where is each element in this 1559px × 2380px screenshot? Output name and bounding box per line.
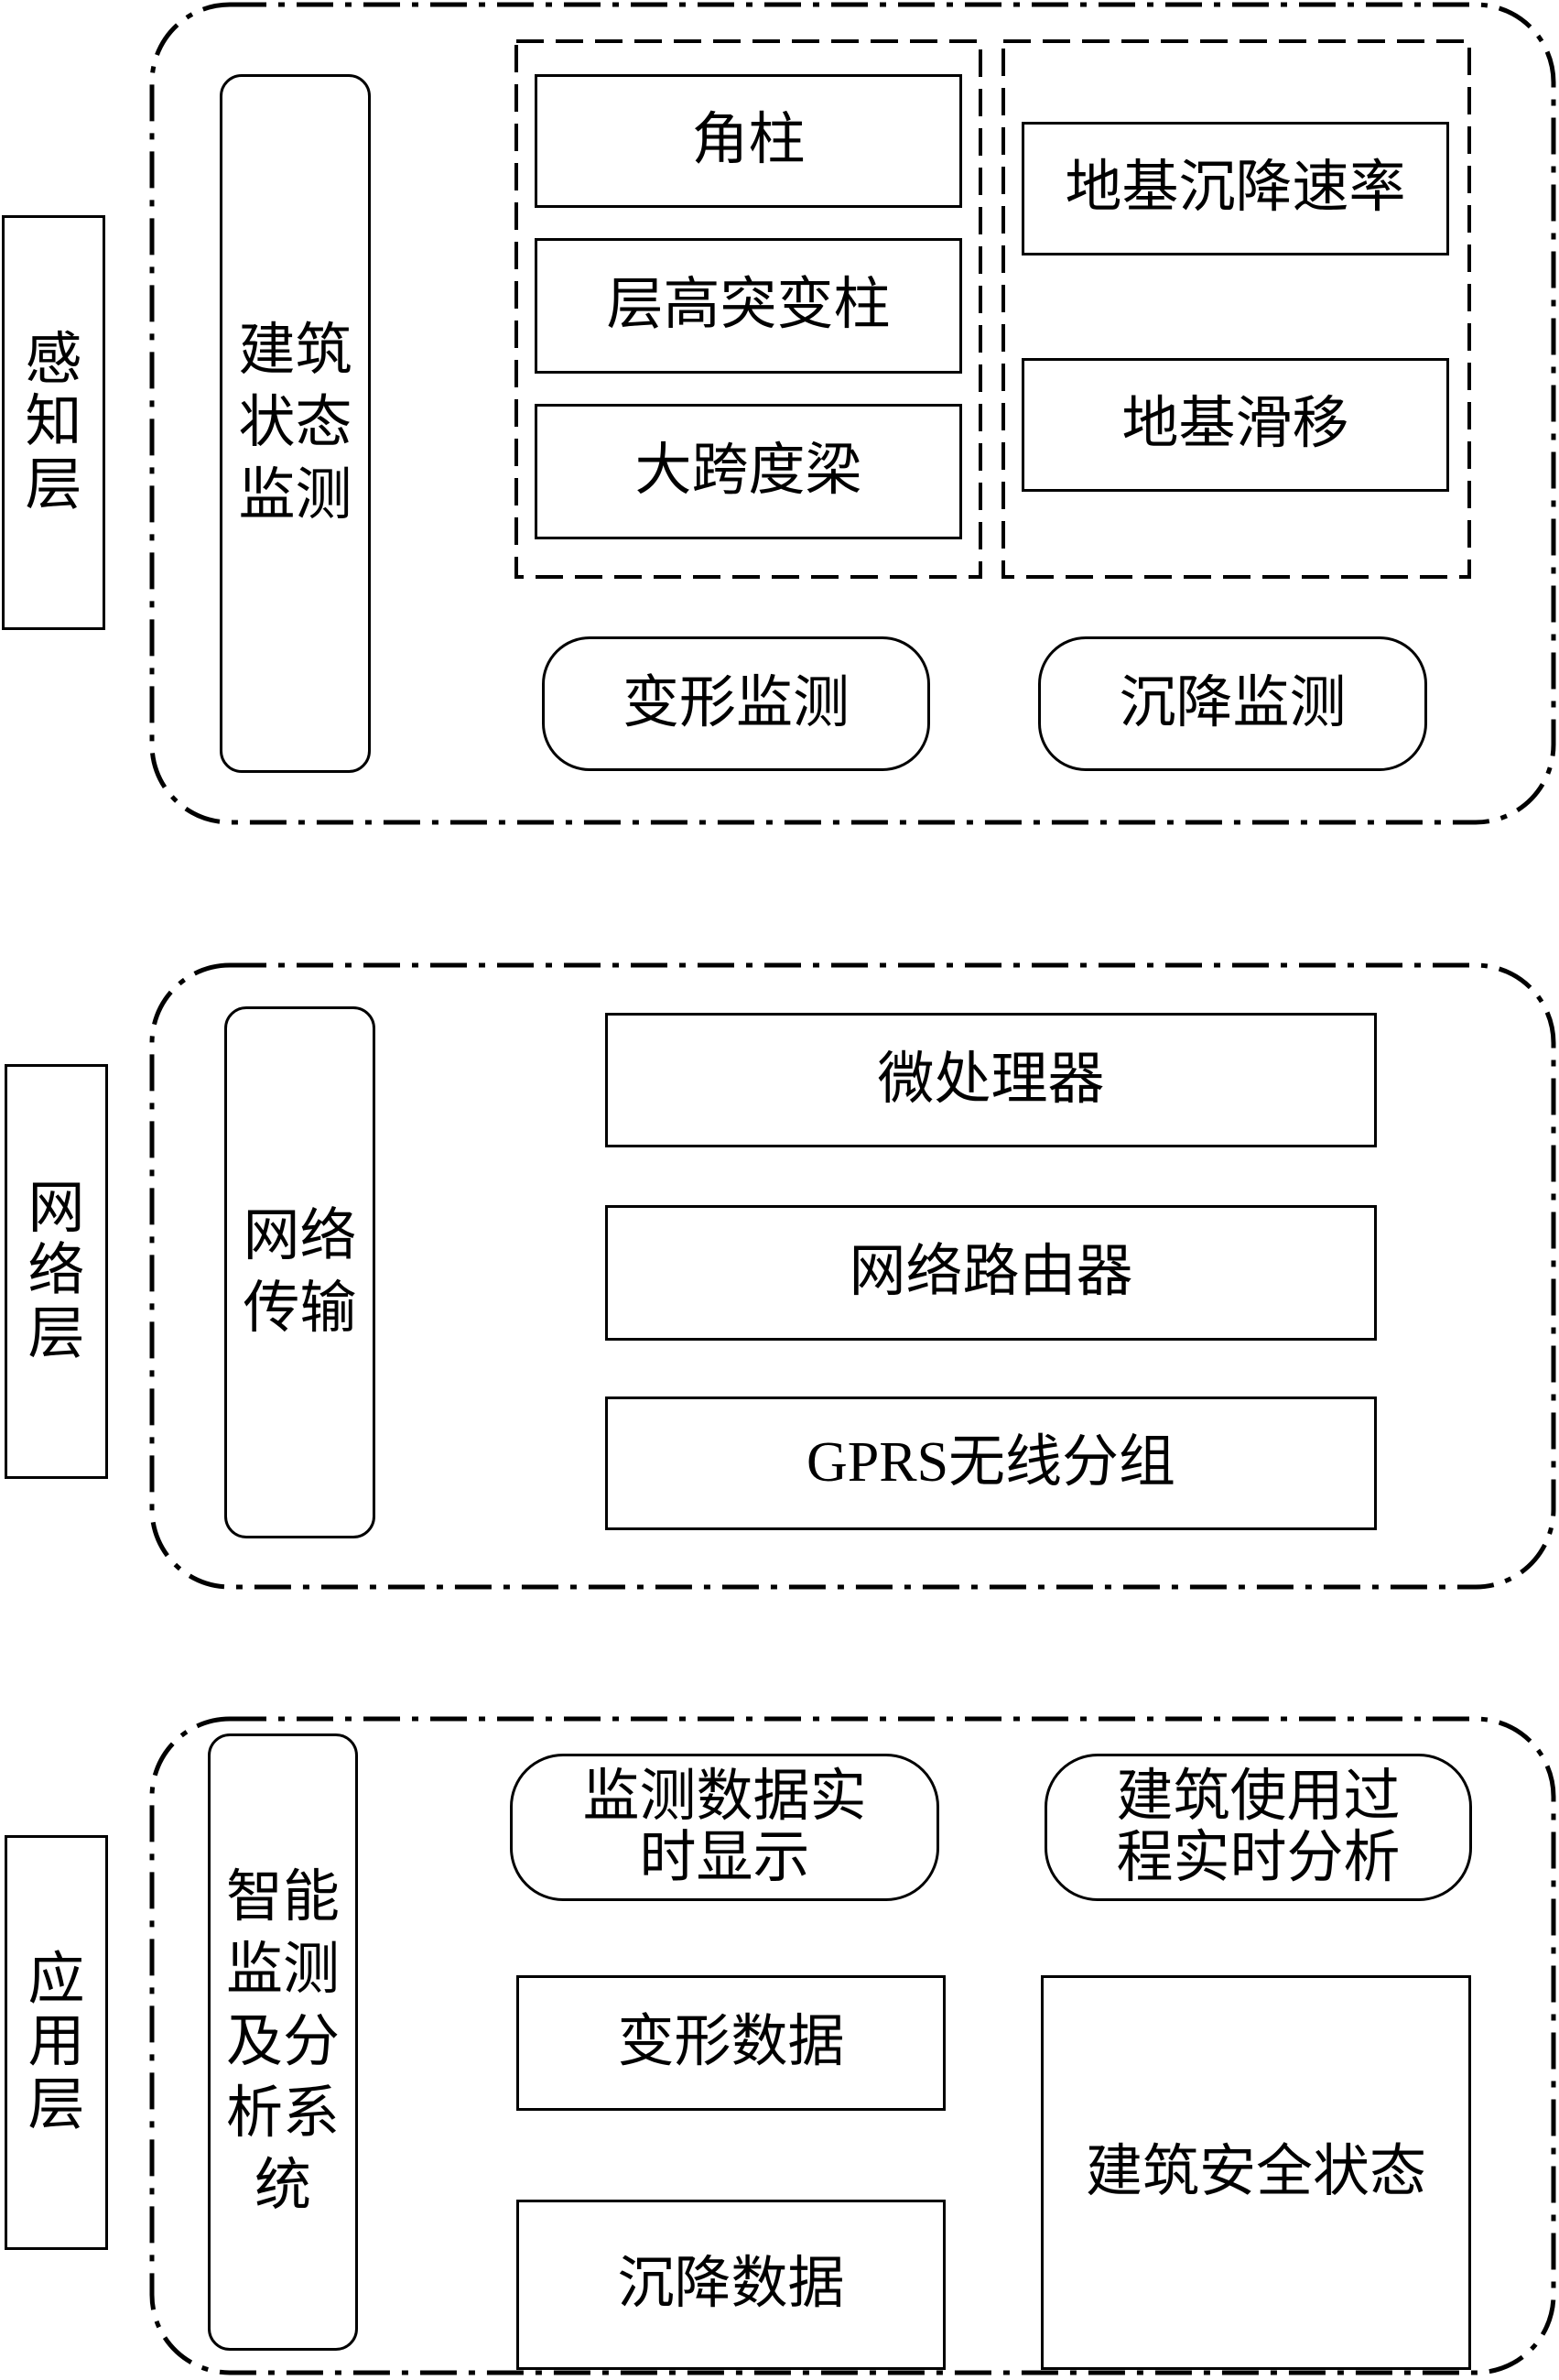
long-span-beam-box: 大跨度梁 <box>535 404 962 539</box>
deformation-monitoring-text: 变形监测 <box>622 671 850 734</box>
intelligent-monitoring-system-module: 智能监测及分析系统 <box>208 1733 358 2351</box>
intelligent-monitoring-system-text: 智能监测及分析系统 <box>225 1866 340 2218</box>
perception-layer-label: 感知层 <box>2 215 105 630</box>
foundation-settlement-rate-box: 地基沉降速率 <box>1022 122 1449 255</box>
microprocessor-text: 微处理器 <box>877 1048 1105 1111</box>
network-router-box: 网络路由器 <box>605 1205 1377 1341</box>
deformation-data-box: 变形数据 <box>516 1975 946 2111</box>
application-layer-label-text: 应用层 <box>27 1949 85 2136</box>
building-safety-status-text: 建筑安全状态 <box>1085 2140 1426 2203</box>
application-layer-label: 应用层 <box>5 1835 108 2250</box>
realtime-data-display-text: 监测数据实时显示 <box>582 1765 867 1889</box>
story-height-change-column-box: 层高突变柱 <box>535 238 962 374</box>
realtime-data-display-box: 监测数据实时显示 <box>510 1754 939 1901</box>
building-status-monitoring-module: 建筑状态监测 <box>220 74 371 773</box>
corner-column-box: 角柱 <box>535 74 962 208</box>
deformation-target-group-frame <box>514 39 982 579</box>
perception-layer-frame <box>149 2 1556 825</box>
settlement-monitoring-text: 沉降监测 <box>1119 671 1347 734</box>
foundation-sliding-text: 地基滑移 <box>1121 393 1349 456</box>
foundation-settlement-rate-text: 地基沉降速率 <box>1065 157 1406 220</box>
gprs-packet-box: GPRS无线分组 <box>605 1396 1377 1530</box>
network-router-text: 网络路由器 <box>849 1241 1133 1304</box>
settlement-target-group-frame <box>1001 39 1471 579</box>
building-safety-status-box: 建筑安全状态 <box>1041 1975 1471 2370</box>
deformation-monitoring-box: 变形监测 <box>542 636 930 771</box>
network-transmission-text: 网络传输 <box>243 1204 357 1340</box>
network-layer-label-text: 网络层 <box>27 1178 85 1365</box>
settlement-data-text: 沉降数据 <box>617 2253 845 2316</box>
settlement-data-box: 沉降数据 <box>516 2200 946 2370</box>
gprs-packet-text: GPRS无线分组 <box>806 1431 1176 1494</box>
foundation-sliding-box: 地基滑移 <box>1022 358 1449 492</box>
network-layer-frame <box>149 962 1556 1590</box>
story-height-change-column-text: 层高突变柱 <box>606 274 891 337</box>
network-layer-label: 网络层 <box>5 1064 108 1479</box>
building-status-monitoring-text: 建筑状态监测 <box>238 320 352 527</box>
realtime-usage-analysis-box: 建筑使用过程实时分析 <box>1045 1754 1472 1901</box>
settlement-monitoring-box: 沉降监测 <box>1038 636 1427 771</box>
corner-column-text: 角柱 <box>691 109 806 172</box>
microprocessor-box: 微处理器 <box>605 1013 1377 1147</box>
realtime-usage-analysis-text: 建筑使用过程实时分析 <box>1116 1765 1401 1889</box>
perception-layer-label-text: 感知层 <box>25 329 82 516</box>
application-layer-frame <box>149 1716 1556 2375</box>
long-span-beam-text: 大跨度梁 <box>634 440 862 503</box>
deformation-data-text: 变形数据 <box>617 2011 845 2074</box>
network-transmission-module: 网络传输 <box>224 1006 375 1538</box>
